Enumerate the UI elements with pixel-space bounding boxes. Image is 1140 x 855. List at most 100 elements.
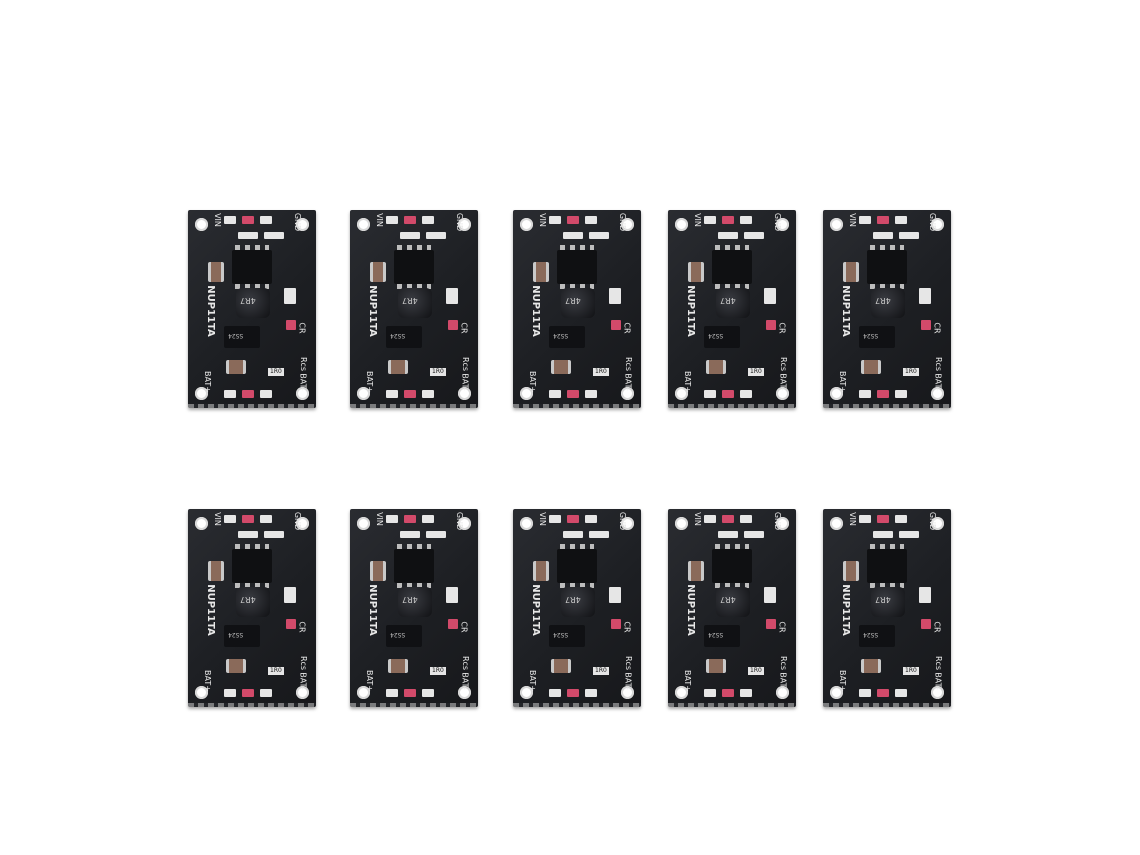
label-resistor: 1R0 — [430, 667, 446, 675]
label-rcs: Rcs — [299, 356, 309, 372]
inductor — [716, 587, 750, 617]
label-gnd: GND — [293, 511, 303, 531]
smd-resistor — [563, 232, 583, 239]
label-cr: CR — [777, 322, 787, 334]
led-indicator — [722, 515, 734, 523]
ic-chip — [867, 245, 907, 289]
label-gnd: GND — [928, 212, 938, 232]
charger-board: VIN GND NUP11TA 4R7 SS24 1R0 BAT+ BAT- C… — [823, 509, 951, 707]
smd-resistor — [718, 232, 738, 239]
mounting-hole — [195, 686, 208, 699]
smd-component — [764, 288, 776, 304]
label-vin: VIN — [374, 512, 384, 526]
mounting-hole — [621, 218, 634, 231]
label-cr: CR — [622, 322, 632, 334]
mounting-hole — [621, 387, 634, 400]
label-model: NUP11TA — [204, 584, 216, 636]
ic-chip — [712, 544, 752, 588]
label-rcs: Rcs — [779, 655, 789, 671]
label-inductor: 4R7 — [402, 296, 418, 305]
mounting-hole — [357, 686, 370, 699]
solder-pad — [386, 515, 398, 523]
charger-board: VIN GND NUP11TA 4R7 SS24 1R0 BAT+ BAT- C… — [668, 210, 796, 408]
diode — [224, 326, 260, 348]
label-diode: SS24 — [553, 332, 569, 339]
solder-pad — [422, 689, 434, 697]
mounting-hole — [776, 686, 789, 699]
label-cr: CR — [932, 322, 942, 334]
solder-pad — [386, 390, 398, 398]
solder-pad — [422, 515, 434, 523]
label-diode: SS24 — [228, 332, 244, 339]
solder-pad — [895, 216, 907, 224]
led-indicator — [722, 689, 734, 697]
solder-pad — [585, 515, 597, 523]
label-model: NUP11TA — [529, 584, 541, 636]
mounting-hole — [458, 517, 471, 530]
label-bat-plus: BAT+ — [682, 670, 692, 692]
label-inductor: 4R7 — [240, 296, 256, 305]
solder-pad — [859, 515, 871, 523]
inductor — [871, 587, 905, 617]
label-resistor: 1R0 — [748, 368, 764, 376]
smd-component — [284, 288, 296, 304]
mounting-hole — [296, 686, 309, 699]
label-bat-plus: BAT+ — [682, 371, 692, 393]
solder-pad — [422, 216, 434, 224]
label-resistor: 1R0 — [268, 667, 284, 675]
solder-pad — [859, 390, 871, 398]
mounting-hole — [675, 387, 688, 400]
mounting-hole — [296, 218, 309, 231]
mounting-hole — [830, 218, 843, 231]
solder-pad — [704, 515, 716, 523]
mounting-hole — [830, 517, 843, 530]
mounting-hole — [458, 387, 471, 400]
solder-pad — [549, 216, 561, 224]
inductor — [871, 288, 905, 318]
led-indicator — [611, 320, 621, 330]
label-rcs: Rcs — [934, 655, 944, 671]
capacitor — [688, 561, 704, 581]
smd-resistor — [426, 531, 446, 538]
mounting-hole — [296, 517, 309, 530]
label-inductor: 4R7 — [240, 595, 256, 604]
smd-resistor — [873, 232, 893, 239]
solder-pad — [386, 689, 398, 697]
solder-pad — [895, 390, 907, 398]
capacitor — [706, 659, 726, 673]
solder-pad — [585, 216, 597, 224]
diode — [704, 326, 740, 348]
label-vin: VIN — [212, 512, 222, 526]
label-vin: VIN — [847, 512, 857, 526]
led-indicator — [766, 619, 776, 629]
smd-component — [446, 288, 458, 304]
smd-component — [609, 288, 621, 304]
smd-resistor — [873, 531, 893, 538]
smd-resistor — [400, 232, 420, 239]
label-cr: CR — [459, 322, 469, 334]
label-inductor: 4R7 — [720, 296, 736, 305]
solder-pad — [549, 689, 561, 697]
solder-pad — [224, 515, 236, 523]
smd-resistor — [238, 531, 258, 538]
inductor — [398, 288, 432, 318]
mounting-hole — [357, 218, 370, 231]
label-bat-plus: BAT+ — [202, 371, 212, 393]
diode — [704, 625, 740, 647]
label-vin: VIN — [374, 213, 384, 227]
label-inductor: 4R7 — [875, 296, 891, 305]
solder-pad — [260, 390, 272, 398]
diode — [859, 625, 895, 647]
mounting-hole — [520, 517, 533, 530]
label-vin: VIN — [692, 512, 702, 526]
label-gnd: GND — [293, 212, 303, 232]
label-rcs: Rcs — [934, 356, 944, 372]
label-rcs: Rcs — [779, 356, 789, 372]
solder-pad — [549, 390, 561, 398]
label-vin: VIN — [847, 213, 857, 227]
label-vin: VIN — [537, 512, 547, 526]
diode — [386, 326, 422, 348]
mounting-hole — [776, 218, 789, 231]
label-gnd: GND — [773, 212, 783, 232]
smd-component — [919, 288, 931, 304]
